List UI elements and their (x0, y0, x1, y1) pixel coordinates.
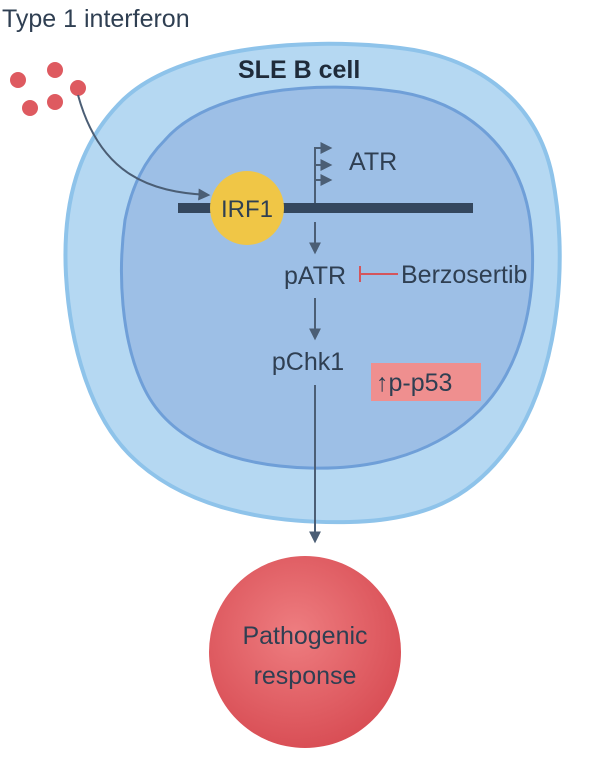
cell-title: SLE B cell (238, 56, 360, 84)
outcome-label-line1: Pathogenic (242, 622, 367, 650)
p53-label: ↑p-p53 (376, 369, 452, 397)
interferon-particle (47, 62, 63, 78)
pchk1-label: pChk1 (272, 348, 344, 376)
interferon-particle (47, 94, 63, 110)
interferon-particle (22, 100, 38, 116)
interferon-particle (10, 72, 26, 88)
interferon-particle (70, 80, 86, 96)
p53-highlight (371, 363, 481, 401)
outcome-label-line2: response (254, 662, 357, 690)
irf1-label: IRF1 (221, 196, 273, 223)
berzosertib-label: Berzosertib (401, 261, 527, 289)
type1-interferon-label: Type 1 interferon (2, 5, 190, 33)
patr-label: pATR (284, 262, 346, 290)
interferon-particles (10, 62, 86, 116)
transcription-arrows (314, 142, 333, 203)
atr-label: ATR (349, 148, 397, 176)
berzosertib-inhibition (359, 266, 398, 282)
dna-strand (178, 203, 473, 213)
pathogenic-response-circle (209, 556, 401, 748)
irf1-circle (210, 171, 284, 245)
interferon-to-irf1-arrow (77, 94, 211, 201)
